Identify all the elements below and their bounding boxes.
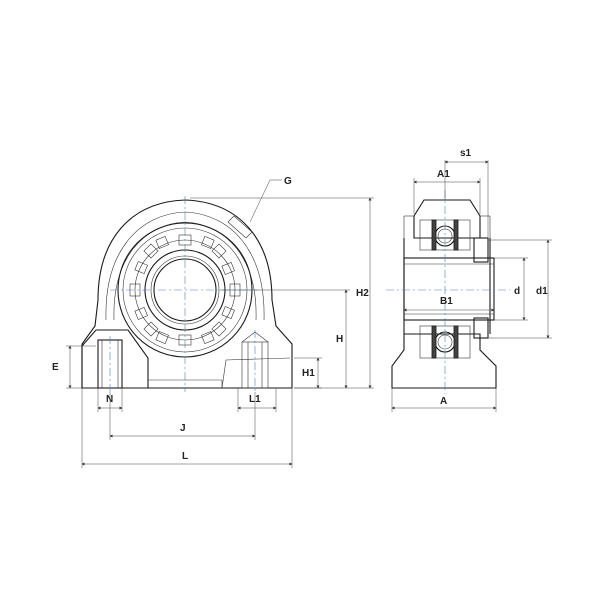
upper-bearing xyxy=(419,219,471,251)
inner-ring-side xyxy=(403,257,495,321)
front-dimensions: G E H1 H H2 N L1 J xyxy=(52,176,374,468)
locking-collar xyxy=(473,237,489,263)
label-H2: H2 xyxy=(356,288,369,299)
label-s1: s1 xyxy=(460,148,472,159)
label-d: d xyxy=(514,286,520,297)
side-dimensions: s1 A1 B1 d d1 A xyxy=(391,148,552,412)
grease-nipple xyxy=(227,215,253,239)
label-A: A xyxy=(440,396,447,407)
side-view xyxy=(386,190,510,394)
label-B1: B1 xyxy=(440,296,453,307)
label-L: L xyxy=(182,451,188,462)
label-N: N xyxy=(106,394,113,405)
front-view xyxy=(81,196,293,392)
label-H1: H1 xyxy=(302,368,315,379)
label-d1: d1 xyxy=(536,286,548,297)
label-G: G xyxy=(284,176,292,187)
label-H: H xyxy=(336,334,343,345)
side-housing-bottom xyxy=(391,333,497,389)
label-A1: A1 xyxy=(437,169,450,180)
left-foot-section xyxy=(81,329,149,389)
label-E: E xyxy=(52,362,59,373)
label-J: J xyxy=(180,423,186,434)
